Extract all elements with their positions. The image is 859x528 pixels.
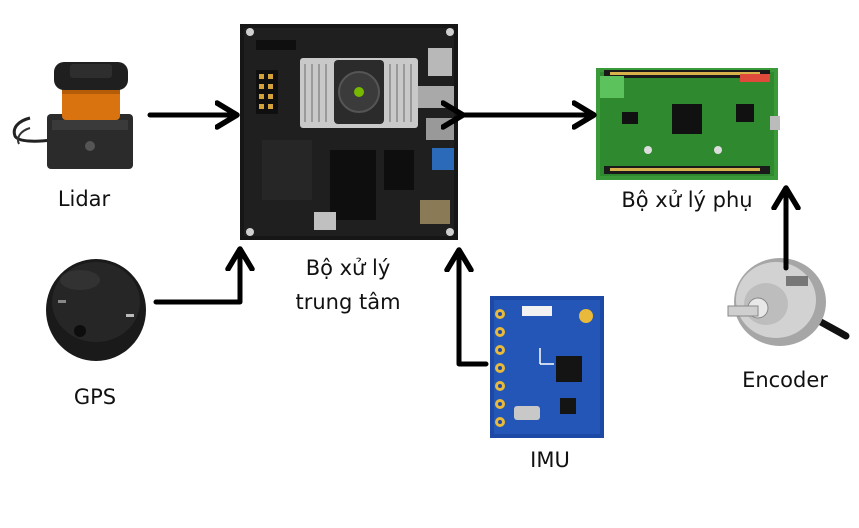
main-processor-label-line2: trung tâm <box>295 290 400 314</box>
lidar-image <box>12 62 133 169</box>
imu-image <box>490 296 604 438</box>
imu-label: IMU <box>530 448 570 472</box>
lidar-label: Lidar <box>58 187 111 211</box>
gps-image <box>46 259 146 361</box>
sub-processor-label: Bộ xử lý phụ <box>621 188 752 212</box>
gps-label: GPS <box>74 385 116 409</box>
encoder-image <box>727 258 850 346</box>
main-processor-board <box>240 24 458 240</box>
arrow-imu-to-main <box>459 251 489 367</box>
arrow-gps-to-main <box>153 250 240 305</box>
sub-processor-board <box>596 68 780 180</box>
encoder-label: Encoder <box>742 368 828 392</box>
main-processor-label-line1: Bộ xử lý <box>306 256 391 280</box>
